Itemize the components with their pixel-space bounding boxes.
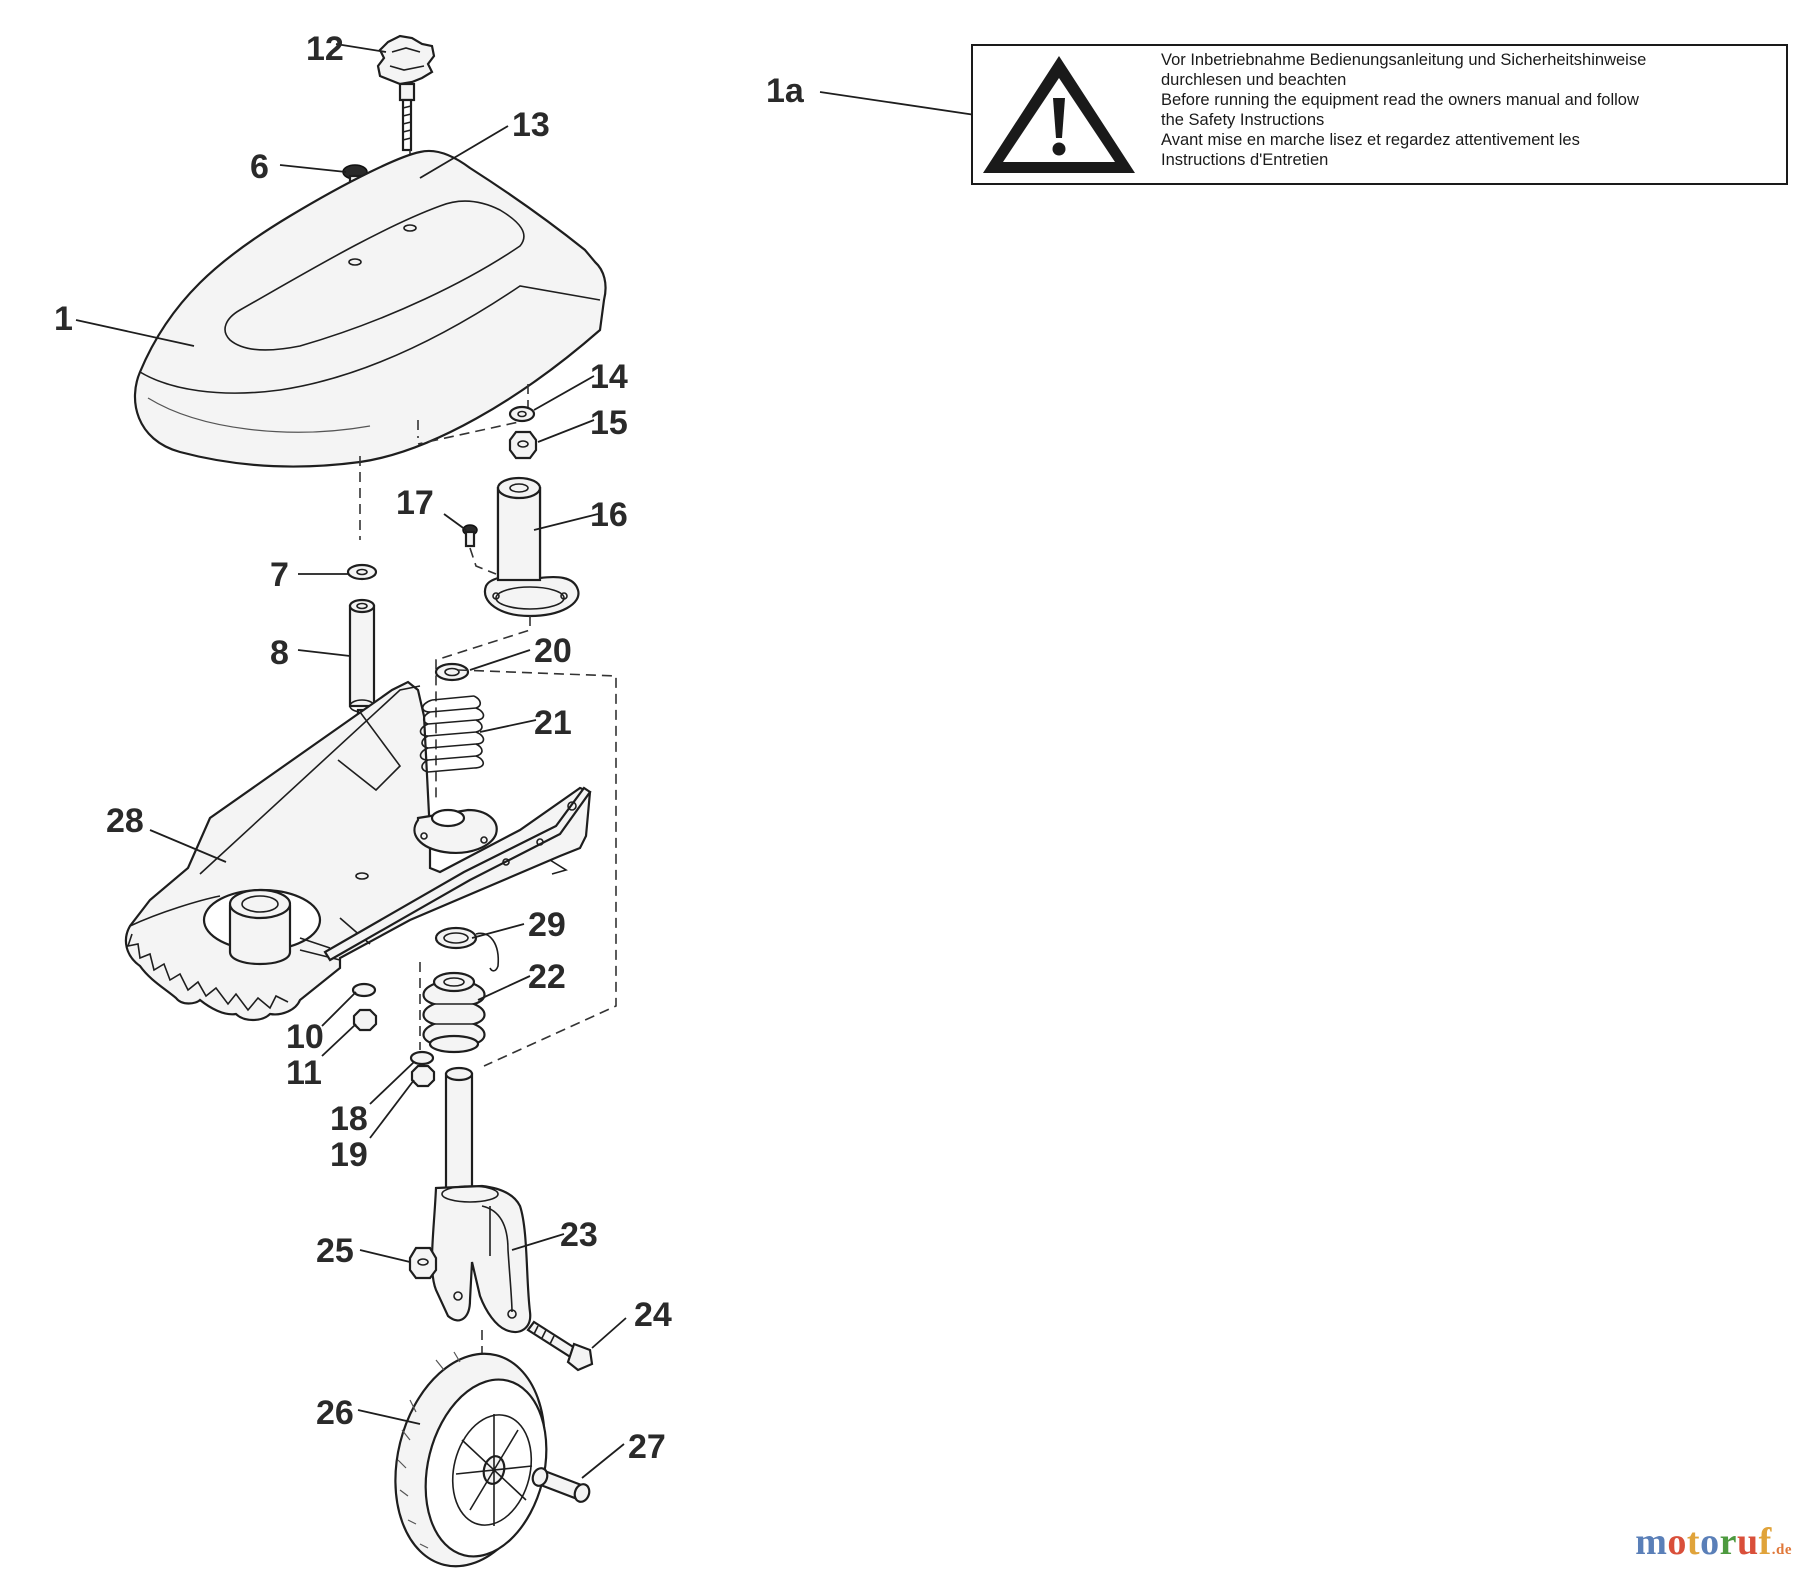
warning-line: Vor Inbetriebnahme Bedienungsanleitung u… [1161,51,1647,69]
warning-label: Vor Inbetriebnahme Bedienungsanleitung u… [971,44,1788,185]
callout-16: 16 [590,496,628,534]
part-15-nut [508,430,538,460]
part-21-spring [419,695,485,773]
callout-26: 26 [316,1394,354,1432]
part-19-nut [410,1064,436,1088]
watermark-letter: f [1758,1521,1772,1563]
callout-29: 29 [528,906,566,944]
leader-lines [75,43,983,1479]
part-29-clip [434,926,500,972]
watermark-letter: o [1667,1521,1687,1563]
callout-24: 24 [634,1296,672,1334]
callout-28: 28 [106,802,144,840]
callout-10: 10 [286,1018,324,1056]
part-1-cover [133,149,607,468]
warning-triangle-icon [983,56,1135,173]
watermark-letter: m [1635,1521,1668,1563]
warning-line: Before running the equipment read the ow… [1161,91,1639,109]
part-7-washer [346,563,378,581]
callout-13: 13 [512,106,550,144]
part-25-nut [408,1246,438,1280]
callout-11: 11 [286,1054,322,1092]
callout-15: 15 [590,404,628,442]
part-17-screw [462,524,497,575]
part-24-bolt [526,1320,594,1372]
callout-17: 17 [396,484,434,522]
part-16-sleeve [483,476,580,618]
part-28-deck [124,680,592,1022]
callout-18: 18 [330,1100,368,1138]
callout-12: 12 [306,30,344,68]
callout-1a: 1a [766,72,805,110]
warning-line: Instructions d'Entretien [1161,151,1329,169]
callout-21: 21 [534,704,572,742]
warning-line: durchlesen und beachten [1161,71,1347,89]
watermark-logo: motoruf.de [1635,1520,1792,1564]
callout-25: 25 [316,1232,354,1270]
part-22-bellows [422,971,486,1054]
part-14-washer [508,405,536,423]
callout-23: 23 [560,1216,598,1254]
warning-text: Vor Inbetriebnahme Bedienungsanleitung u… [1161,50,1786,170]
callout-1: 1 [54,300,73,338]
watermark-tld: .de [1771,1542,1792,1558]
callout-14: 14 [590,358,628,396]
part-23-fork [430,1066,532,1334]
callout-27: 27 [628,1428,666,1466]
part-26-wheel [394,1351,548,1568]
callout-6: 6 [250,148,269,186]
part-27-axle [531,1467,591,1503]
part-10-washer [351,982,377,998]
callout-22: 22 [528,958,566,996]
warning-line: Avant mise en marche lisez et regardez a… [1161,131,1580,149]
part-12-knob [376,34,436,152]
callout-8: 8 [270,634,289,672]
warning-line: the Safety Instructions [1161,111,1325,129]
watermark-letter: u [1736,1521,1759,1563]
callout-20: 20 [534,632,572,670]
part-11-nut [352,1008,378,1032]
part-18-washer [409,1050,435,1066]
part-20-washer [434,662,470,682]
callout-labels: 12 13 6 1 14 15 17 16 7 8 20 21 28 29 22… [54,30,805,1466]
watermark-letter: r [1719,1521,1737,1563]
watermark-letter: o [1700,1521,1720,1563]
watermark-letter: t [1686,1521,1701,1563]
callout-7: 7 [270,556,289,594]
callout-19: 19 [330,1136,368,1174]
